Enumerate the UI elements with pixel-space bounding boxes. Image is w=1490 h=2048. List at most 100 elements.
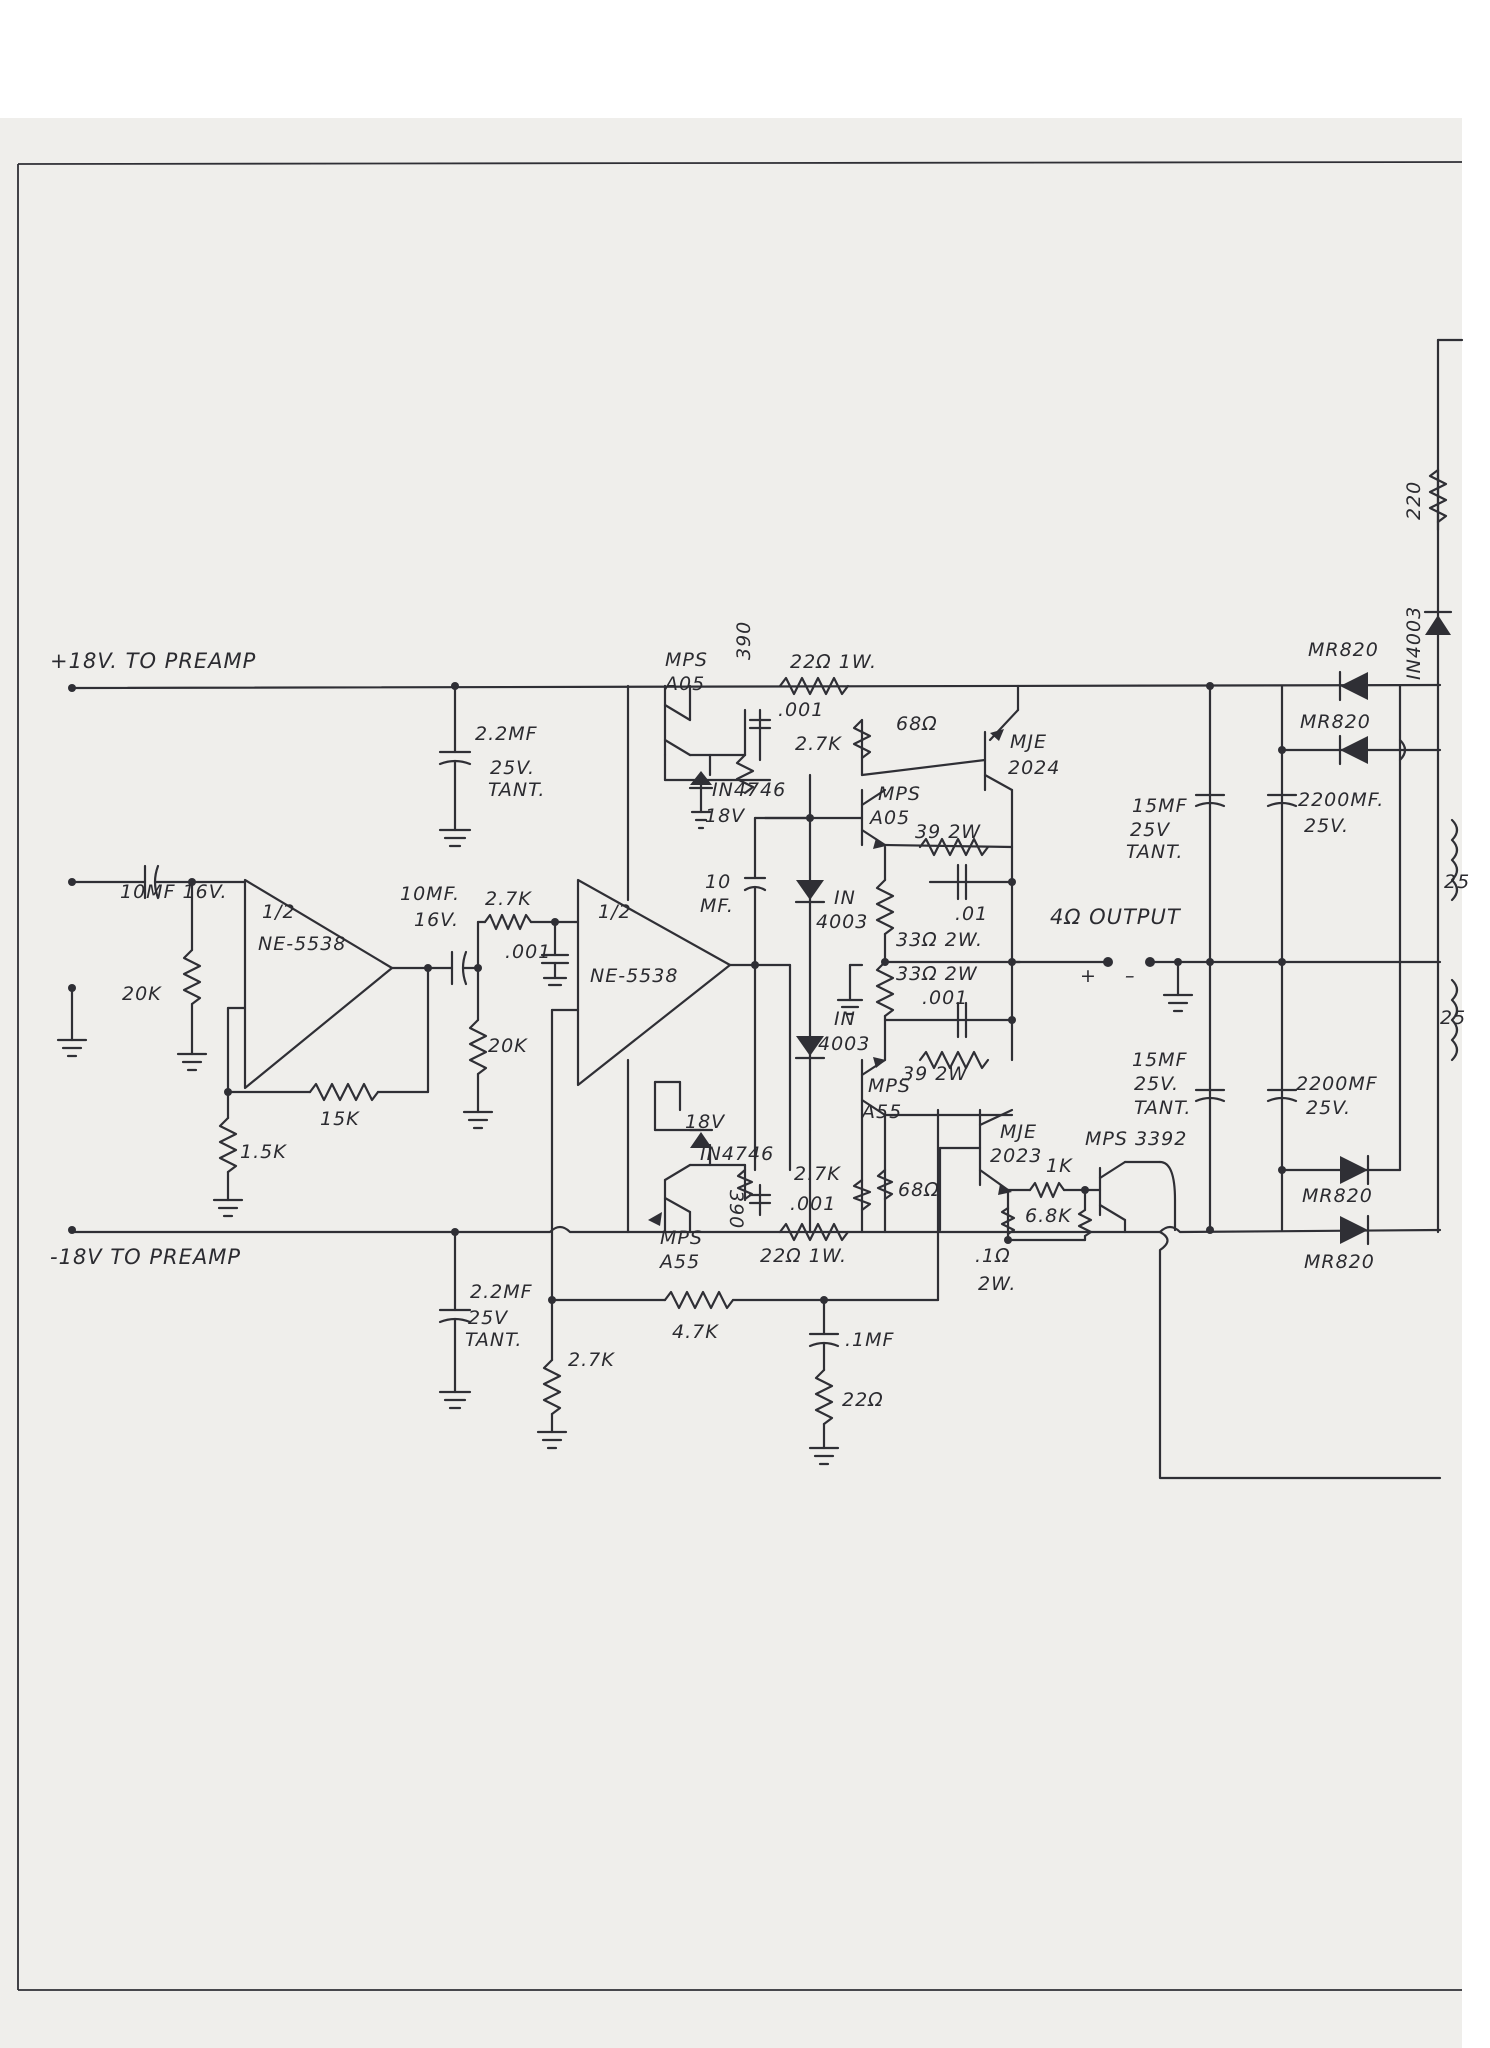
- label-c-10mf2: MF.: [700, 895, 734, 917]
- label-out-plus: +: [1080, 965, 1097, 987]
- coupling-network: [426, 913, 577, 1130]
- feedback-15k: [212, 966, 430, 1218]
- bottom-output-transistor: [938, 1108, 1014, 1232]
- label-d-mr2: MR820: [1300, 711, 1371, 733]
- paper-edge: [1462, 0, 1490, 2048]
- label-c-001-top: .001: [778, 699, 824, 721]
- protection-circuit: [1000, 1160, 1442, 1480]
- label-c-15mf-bot: 15MF: [1132, 1049, 1188, 1071]
- label-d-1n4003-r: IN4003: [1403, 606, 1425, 680]
- label-q-mje-bot: MJE: [1000, 1121, 1037, 1143]
- label-q-mje-top: MJE: [1010, 731, 1047, 753]
- label-c-pos-c: TANT.: [488, 779, 545, 801]
- label-q-a05-top: MPS: [665, 649, 708, 671]
- frame-border: [17, 161, 1463, 1991]
- label-r-in: 20K: [122, 983, 162, 1005]
- label-r-27k-a: 2.7K: [485, 888, 532, 910]
- label-c-15mf-top3: TANT.: [1126, 841, 1183, 863]
- label-d-bot: IN: [834, 1008, 856, 1030]
- label-c-neg-a: 2.2MF: [470, 1281, 533, 1303]
- label-z-bot: IN4746: [700, 1143, 774, 1165]
- label-r-68-top: 68Ω: [896, 713, 938, 735]
- mid-driver-a05: [860, 788, 1014, 849]
- label-c-15mf-top2: 25V: [1130, 819, 1171, 841]
- cap-neg-2-2mf: [438, 1228, 472, 1410]
- label-q-3392: MPS 3392: [1085, 1128, 1187, 1150]
- global-feedback: [536, 1108, 940, 1466]
- label-q-a55-mid2: A55: [860, 1101, 902, 1123]
- label-d-bot2: 4003: [818, 1033, 870, 1055]
- paper-top-margin: [0, 0, 1490, 120]
- cap-pos-2-2mf: [438, 682, 472, 848]
- label-r-39-bot: 39 2W: [902, 1063, 968, 1085]
- bias-network: [743, 814, 864, 1172]
- label-r-gnd1: 1.5K: [240, 1141, 287, 1163]
- label-d-mr4: MR820: [1304, 1251, 1375, 1273]
- label-d-top2: 4003: [816, 911, 868, 933]
- label-r-01b: 2W.: [978, 1273, 1016, 1295]
- label-c-15mf-top: 15MF: [1132, 795, 1188, 817]
- label-c-2200-bot2: 25V.: [1306, 1097, 1351, 1119]
- label-r-39-top: 39 2W: [915, 821, 981, 843]
- label-out-minus: –: [1125, 965, 1136, 987]
- input-wire: [68, 864, 247, 1072]
- label-r-220: 220: [1403, 481, 1425, 520]
- label-q-a55-bot2: A55: [658, 1251, 700, 1273]
- rectifier-diodes: [1280, 670, 1442, 1246]
- opamp-1: [226, 878, 432, 1094]
- label-d-mr1: MR820: [1308, 639, 1379, 661]
- label-r-68-bot: 68Ω: [898, 1179, 940, 1201]
- label-r-22-z: 22Ω: [842, 1389, 884, 1411]
- label-r-390-bot: 390: [725, 1190, 747, 1229]
- label-c-in: 10MF 16V.: [120, 881, 228, 903]
- label-r-27k-top: 2.7K: [795, 733, 842, 755]
- label-r-01: .1Ω: [975, 1245, 1011, 1267]
- label-c-001-bot: .001: [790, 1193, 836, 1215]
- label-neg-rail: -18V TO PREAMP: [50, 1245, 241, 1269]
- label-op1: NE-5538: [258, 933, 346, 955]
- supply-caps: [1194, 682, 1442, 1234]
- label-r-27k-fb: 2.7K: [568, 1349, 615, 1371]
- label-c-1mf: .1MF: [845, 1329, 895, 1351]
- label-r-20k-b: 20K: [488, 1035, 528, 1057]
- label-c-cpl: 10MF.: [400, 883, 460, 905]
- label-c-pos-a: 2.2MF: [475, 723, 538, 745]
- label-r-fb1: 15K: [320, 1108, 360, 1130]
- label-op1-half: 1/2: [262, 901, 296, 923]
- label-q-a55-mid: MPS: [868, 1075, 911, 1097]
- label-c-001-a: .001: [505, 941, 551, 963]
- label-c-2200-bot: 2200MF: [1296, 1073, 1378, 1095]
- label-c-10mf: 10: [705, 871, 731, 893]
- label-r-1k: 1K: [1046, 1155, 1073, 1177]
- label-q-mje-bot2: 2023: [990, 1145, 1042, 1167]
- label-r-22-top: 22Ω 1W.: [790, 651, 877, 673]
- label-c-cpl-v: 16V.: [414, 909, 459, 931]
- label-z-top: IN4746: [712, 779, 786, 801]
- label-c-2200-top: 2200MF.: [1298, 789, 1384, 811]
- label-r-68k: 6.8K: [1025, 1205, 1072, 1227]
- right-supply-wiring: [1423, 338, 1464, 1234]
- top-output-transistor: [860, 684, 1020, 849]
- label-c-neg-c: TANT.: [465, 1329, 522, 1351]
- label-c-2200-top2: 25V.: [1304, 815, 1349, 837]
- paper-area: [0, 118, 1462, 2048]
- label-xfmr-25a: 25: [1444, 871, 1470, 893]
- label-c-15mf-bot2: 25V.: [1134, 1073, 1179, 1095]
- label-q-a05-top2: A05: [663, 673, 705, 695]
- label-d-top: IN: [834, 887, 856, 909]
- label-op2: NE-5538: [590, 965, 678, 987]
- bottom-regulator: [648, 1080, 894, 1242]
- label-r-33-b: 33Ω 2W: [896, 963, 978, 985]
- label-xfmr-25b: 25: [1440, 1007, 1466, 1029]
- opamp-2: [550, 684, 757, 1302]
- label-c-001-mid: .001: [922, 987, 968, 1009]
- label-r-22-bot: 22Ω 1W.: [760, 1245, 847, 1267]
- label-z-bot-v: 18V: [685, 1111, 726, 1133]
- label-op2-half: 1/2: [598, 901, 632, 923]
- label-q-a05-mid: MPS: [878, 783, 921, 805]
- label-d-mr3: MR820: [1302, 1185, 1373, 1207]
- label-r-390-top: 390: [733, 621, 755, 660]
- label-output: 4Ω OUTPUT: [1050, 905, 1182, 929]
